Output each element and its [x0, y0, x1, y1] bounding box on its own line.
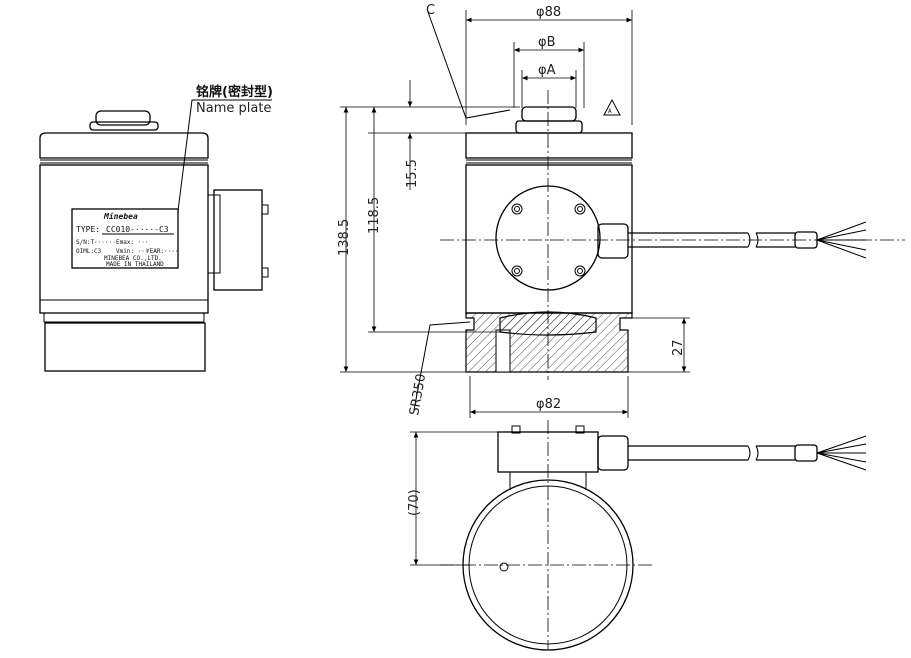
plate-emax: Emax: ···	[116, 239, 149, 246]
dim-70: (70)	[407, 489, 422, 516]
cable-gland	[597, 223, 629, 259]
dim-118-5: 118.5	[367, 197, 382, 234]
dim-diaA: φA	[538, 63, 556, 78]
dim-diaB: φB	[538, 35, 556, 50]
plate-sn: S/N:T······	[76, 239, 116, 246]
plate-oiml: OIML:C3	[76, 248, 102, 255]
dim-sr350: SR350	[407, 373, 429, 417]
dim-15-5: 15.5	[405, 159, 420, 188]
plate-type-label: TYPE:	[76, 225, 100, 234]
plate-vmin: Vmin: ···	[116, 248, 149, 255]
dim-chamfer: C	[426, 3, 435, 18]
load-button-section	[499, 311, 597, 336]
top-view-hole	[499, 562, 509, 572]
front-section-view	[440, 90, 905, 380]
nameplate-en-label: Name plate	[196, 101, 271, 116]
plate-year: YEAR:····	[146, 248, 179, 255]
top-cap	[39, 132, 209, 159]
plate-type-value: CC010-····-C3	[106, 225, 169, 234]
dim-dia82: φ82	[536, 397, 561, 412]
note-triangle-icon	[603, 98, 621, 116]
connector-box	[213, 189, 263, 291]
dim-138-5: 138.5	[337, 219, 352, 256]
chamfer-leader	[427, 11, 511, 119]
cover-plate	[495, 185, 601, 291]
top-view	[440, 420, 867, 651]
dim-27: 27	[671, 339, 686, 356]
front-body	[465, 164, 633, 314]
product-side-view	[39, 99, 272, 372]
nameplate-cn-label: 铭牌(密封型)	[196, 84, 273, 100]
sr350-leader	[413, 321, 471, 411]
plate-maker: MINEBEA CO.,LTD.	[104, 255, 162, 262]
front-top-button	[521, 106, 577, 122]
nameplate-leader	[177, 99, 272, 212]
base-block	[44, 322, 206, 372]
plate-made-in: MADE IN THAILAND	[106, 261, 164, 268]
top-button	[95, 110, 151, 126]
cable-wires	[816, 221, 867, 259]
note-triangle-label: A	[608, 108, 612, 115]
plate-brand: Minebea	[103, 211, 138, 221]
dim-dia88: φ88	[536, 5, 561, 20]
name-plate	[71, 208, 179, 269]
